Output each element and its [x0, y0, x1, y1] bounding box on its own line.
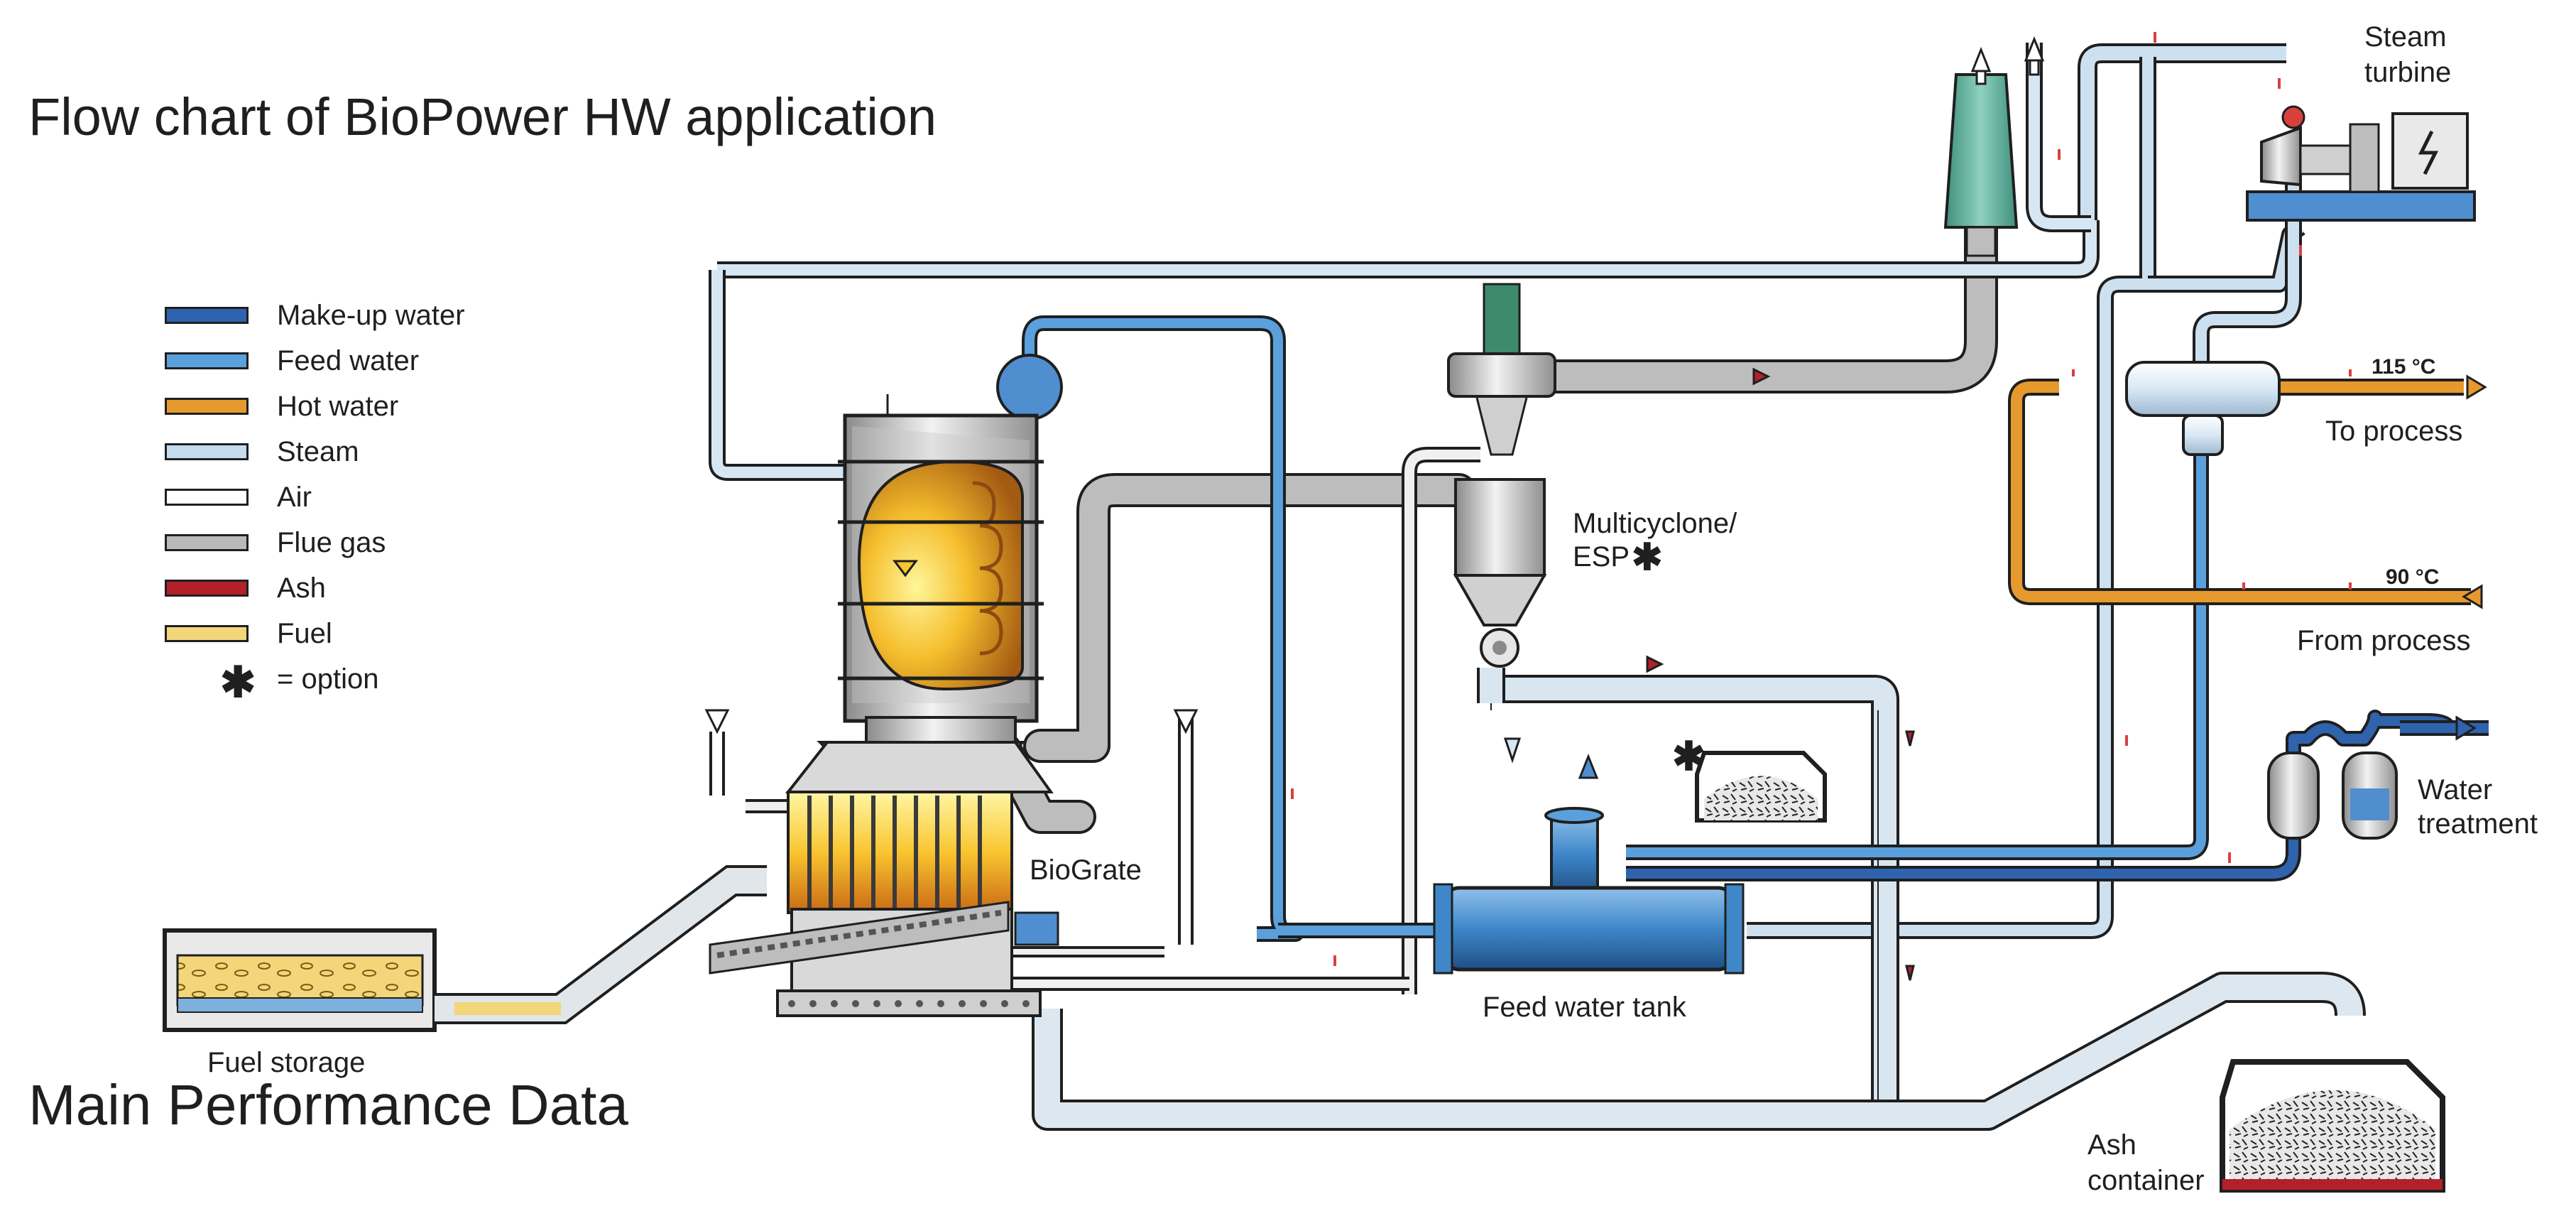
boiler-bands: [838, 460, 1044, 680]
heat-exchanger: [2125, 361, 2281, 456]
feed-water-lines: [1022, 315, 1441, 942]
label-from-process: From process: [2297, 625, 2471, 656]
label-fuel-storage: Fuel storage: [207, 1047, 366, 1078]
hot-water-lines: [2008, 379, 2471, 605]
legend-swatch: [165, 443, 249, 460]
legend-swatch: [165, 580, 249, 597]
legend-swatch: [165, 625, 249, 642]
section-heading: Main Performance Data: [28, 1073, 628, 1136]
label-multicyclone-2: ESP: [1573, 541, 1630, 572]
legend-item-makeup-water: Make-up water: [165, 300, 591, 331]
ash-containers: [1695, 751, 2445, 1193]
legend-swatch: [165, 398, 249, 415]
legend-item-option: ✱ = option: [165, 658, 591, 706]
legend-item-ash: Ash: [165, 572, 591, 604]
legend-label: Ash: [277, 572, 326, 604]
legend-label: Make-up water: [277, 300, 465, 331]
biograte-furnace: [709, 741, 1059, 1017]
label-biograte: BioGrate: [1030, 854, 1142, 886]
water-treatment: [2267, 751, 2398, 840]
steam-lines: [709, 43, 2305, 1101]
label-steam-turbine-2: turbine: [2364, 57, 2452, 88]
chimney-stack: [1943, 73, 2019, 257]
legend-label: Hot water: [277, 391, 399, 422]
legend-item-steam: Steam: [165, 436, 591, 467]
legend-swatch: [165, 534, 249, 551]
flow-arrows: [704, 36, 2487, 981]
air-lines: [709, 447, 1480, 994]
legend-item-flue-gas: Flue gas: [165, 527, 591, 558]
label-feed-water-tank: Feed water tank: [1483, 992, 1686, 1023]
label-ash-container-2: container: [2087, 1165, 2205, 1196]
legend-item-hot-water: Hot water: [165, 391, 591, 422]
label-steam-turbine-1: Steam: [2364, 21, 2447, 53]
multicyclone-esp: [1453, 478, 1547, 668]
label-water-treatment-2: treatment: [2418, 808, 2538, 840]
flue-gas-fan: [1447, 283, 1556, 456]
legend-swatch: [165, 489, 249, 506]
legend-swatch: [165, 352, 249, 369]
label-temp-in: 90 °C: [2386, 565, 2440, 589]
label-multicyclone-1: Multicyclone/: [1573, 508, 1737, 539]
legend-label: Flue gas: [277, 527, 386, 558]
legend-label: Steam: [277, 436, 359, 467]
legend-label: = option: [277, 663, 379, 695]
ash-conveyor: [1032, 703, 2366, 1131]
legend-item-feed-water: Feed water: [165, 345, 591, 376]
label-temp-out: 115 °C: [2372, 355, 2436, 379]
grate-rollers: [788, 1000, 1030, 1007]
label-to-process: To process: [2325, 416, 2463, 447]
steam-turbine: [2246, 105, 2476, 222]
label-ash-container-1: Ash: [2087, 1129, 2136, 1161]
legend-item-air: Air: [165, 482, 591, 513]
grate-bars: [807, 796, 982, 909]
label-water-treatment-1: Water: [2418, 774, 2493, 805]
legend-label: Feed water: [277, 345, 420, 376]
legend-label: Fuel: [277, 618, 332, 649]
legend-label: Air: [277, 482, 312, 513]
valves: [1291, 32, 2352, 966]
option-asterisk-icon: ✱: [220, 658, 256, 706]
fuel-feed: [163, 865, 767, 1032]
boiler: [817, 354, 1063, 769]
diagram-title: Flow chart of BioPower HW application: [28, 87, 937, 146]
option-asterisk-icon: ✱: [1672, 734, 1705, 778]
legend-item-fuel: Fuel: [165, 618, 591, 649]
feed-water-tank: [1433, 807, 1745, 975]
option-asterisk-icon: ✱: [1632, 537, 1663, 578]
legend-swatch: [165, 307, 249, 324]
